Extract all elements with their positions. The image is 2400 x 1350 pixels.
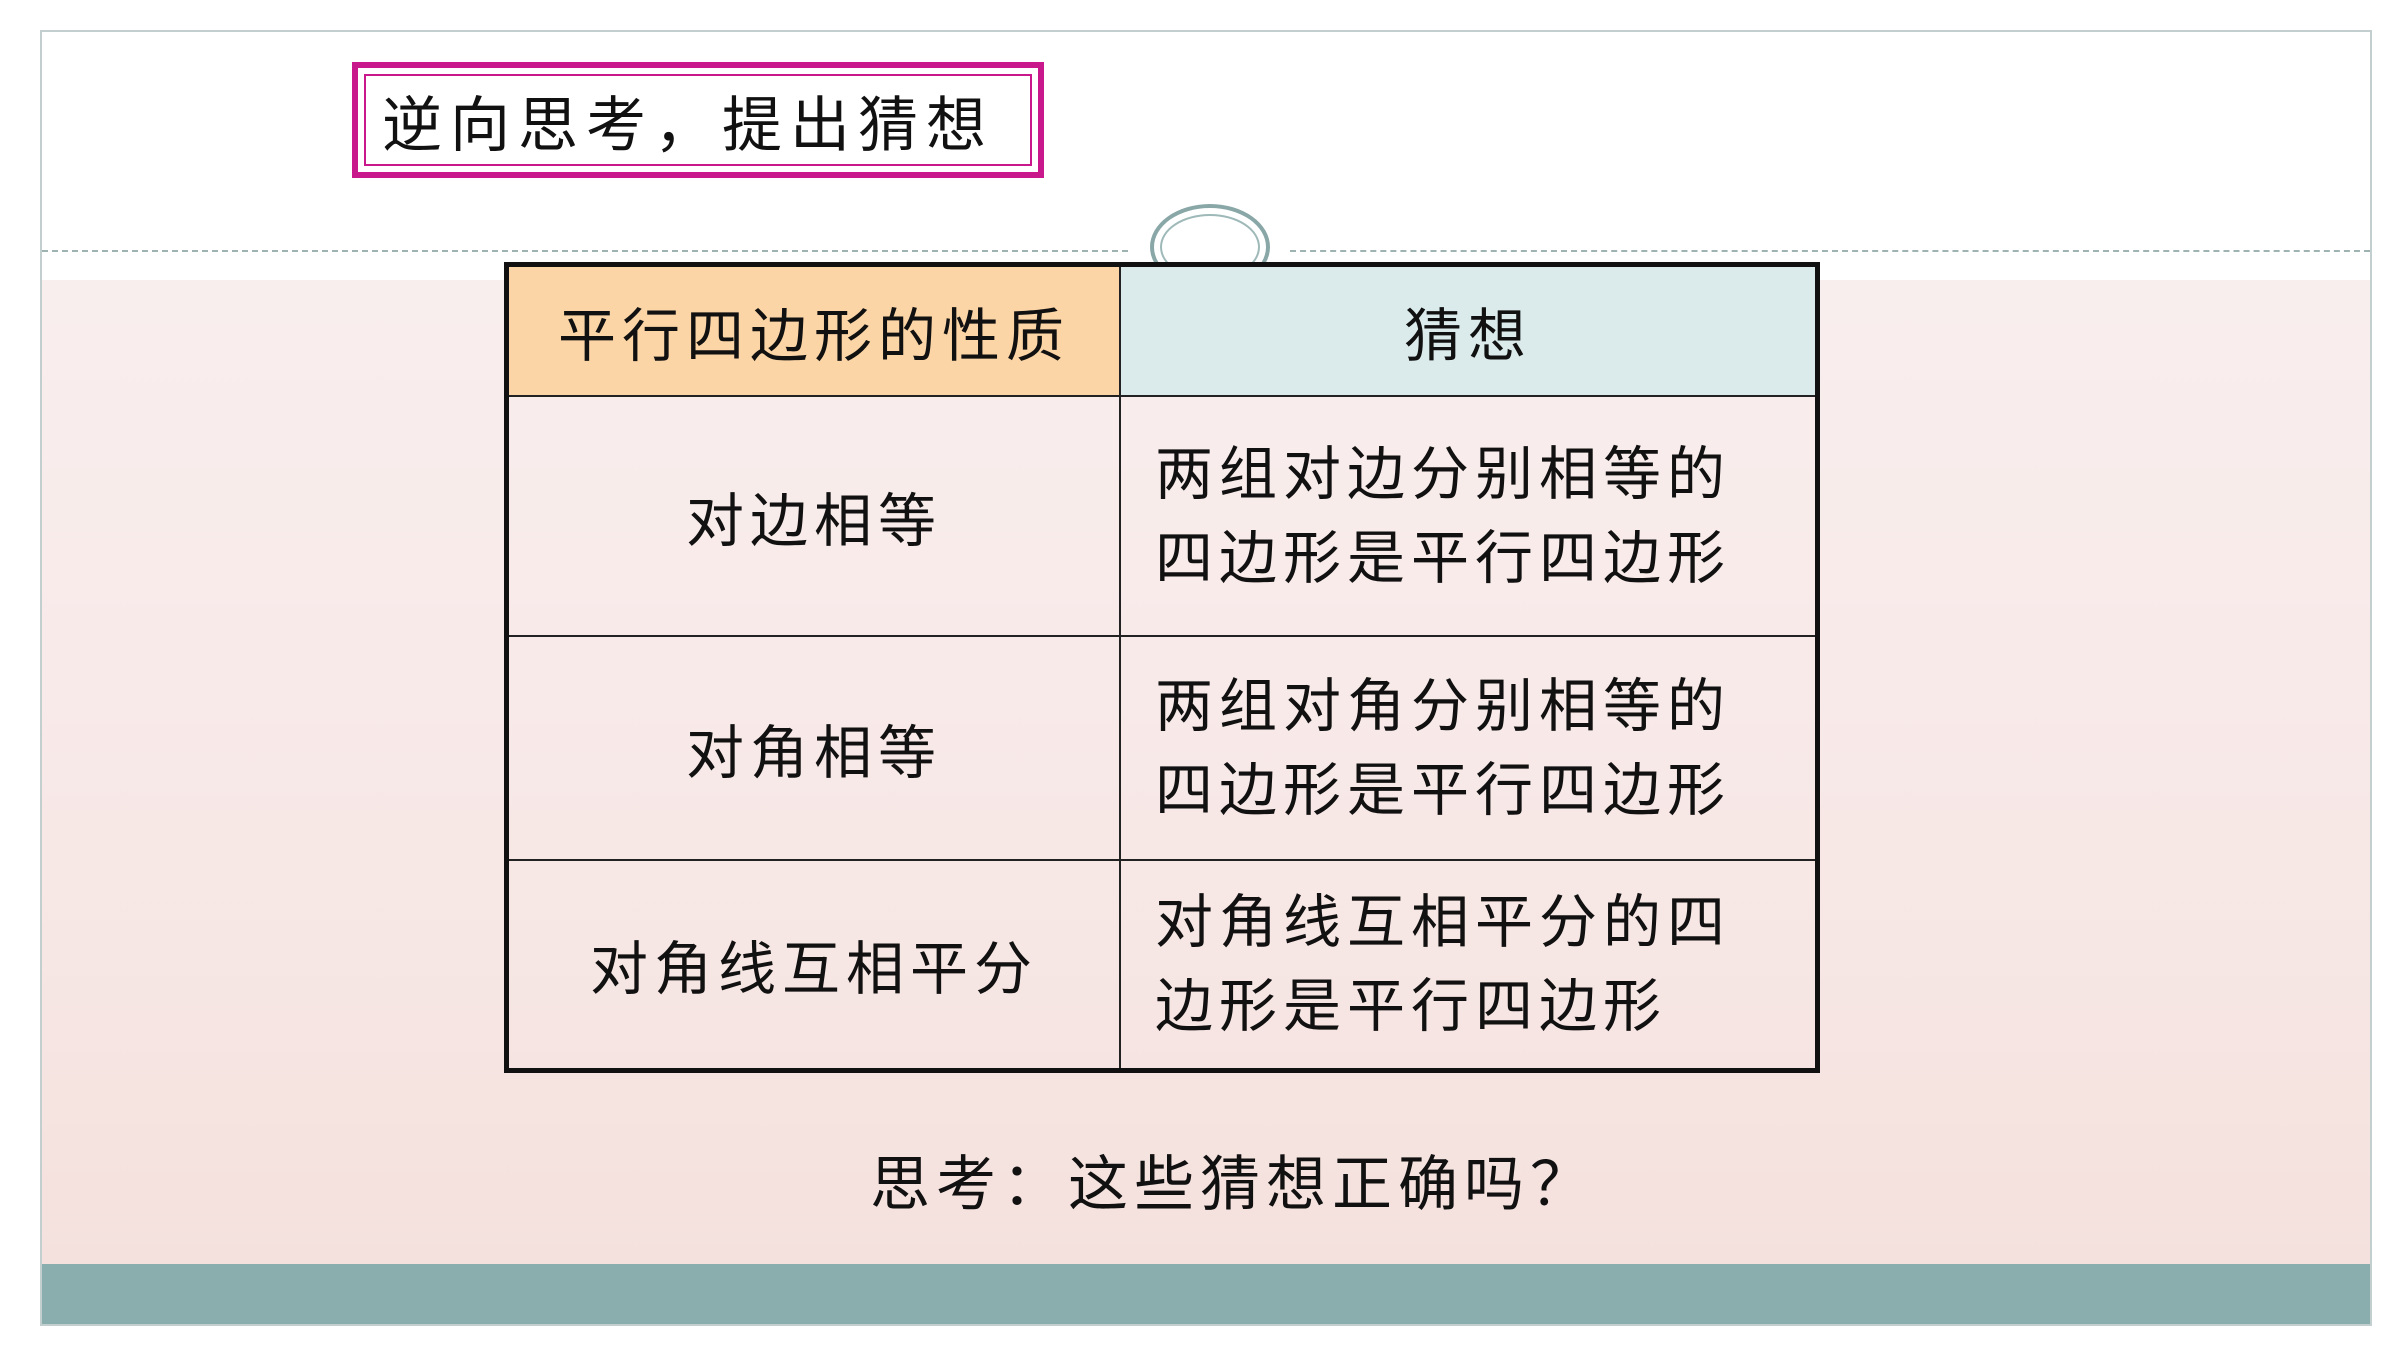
- conjecture-line: 两组对边分别相等的: [1155, 440, 1732, 508]
- footer-bar: [42, 1264, 2370, 1324]
- question-text: 思考：这些猜想正确吗？: [870, 1150, 1596, 1220]
- title-box: 逆向思考，提出猜想: [352, 62, 1044, 178]
- conjecture-line: 两组对角分别相等的: [1155, 672, 1732, 740]
- conjecture-line: 四边形是平行四边形: [1155, 524, 1732, 592]
- property-cell: 对角线互相平分: [505, 859, 1121, 1071]
- conjecture-line: 对角线互相平分的四: [1155, 888, 1732, 957]
- conjecture-cell: 两组对角分别相等的 四边形是平行四边形: [1119, 635, 1819, 861]
- table-header-property: 平行四边形的性质: [505, 263, 1121, 397]
- table-header-conjecture: 猜想: [1119, 263, 1819, 397]
- properties-table: 平行四边形的性质 猜想 对边相等 两组对边分别相等的 四边形是平行四边形 对角相…: [504, 262, 1820, 1073]
- table-row: 对边相等 两组对边分别相等的 四边形是平行四边形: [505, 395, 1819, 637]
- conjecture-cell: 两组对边分别相等的 四边形是平行四边形: [1119, 395, 1819, 637]
- conjecture-line: 边形是平行四边形: [1155, 972, 1668, 1041]
- property-cell: 对边相等: [505, 395, 1121, 637]
- table-row: 对角相等 两组对角分别相等的 四边形是平行四边形: [505, 635, 1819, 861]
- divider-line-left: [42, 250, 1128, 252]
- conjecture-line: 四边形是平行四边形: [1155, 756, 1732, 824]
- property-cell: 对角相等: [505, 635, 1121, 861]
- conjecture-cell: 对角线互相平分的四 边形是平行四边形: [1119, 859, 1819, 1071]
- divider-line-right: [1290, 250, 2370, 252]
- slide-title: 逆向思考，提出猜想: [364, 74, 1032, 166]
- table-row: 对角线互相平分 对角线互相平分的四 边形是平行四边形: [505, 859, 1819, 1071]
